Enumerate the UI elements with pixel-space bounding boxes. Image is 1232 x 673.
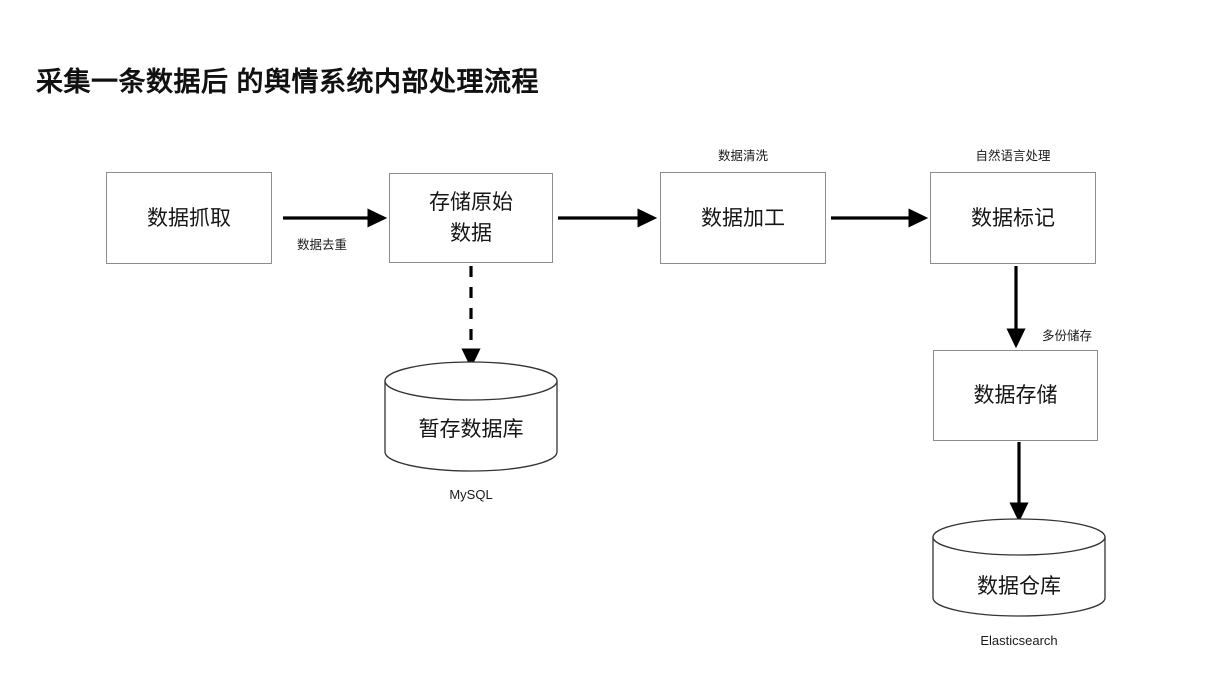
edge-label-dedupe: 数据去重: [297, 238, 348, 252]
node-crawl[interactable]: 数据抓取: [106, 172, 272, 264]
page-title: 采集一条数据后 的舆情系统内部处理流程: [36, 67, 540, 97]
node-process[interactable]: 数据加工: [660, 172, 826, 264]
caption-temp-db-below: MySQL: [449, 487, 493, 502]
node-warehouse-label: 数据仓库: [977, 575, 1061, 598]
node-tag[interactable]: 数据标记: [930, 172, 1096, 264]
caption-tag-above: 自然语言处理: [975, 149, 1051, 163]
node-store-label: 数据存储: [973, 384, 1058, 407]
node-warehouse[interactable]: 数据仓库: [933, 519, 1105, 619]
cylinder-temp-db-shape: [384, 361, 558, 472]
caption-process-above: 数据清洗: [717, 149, 768, 163]
cylinder-warehouse-shape: [932, 518, 1106, 617]
node-store-raw-label: 存储原始 数据: [429, 191, 513, 245]
node-process-label: 数据加工: [701, 206, 785, 230]
node-crawl-label: 数据抓取: [147, 206, 231, 230]
node-tag-label: 数据标记: [971, 206, 1055, 230]
caption-warehouse-below: Elasticsearch: [980, 633, 1058, 648]
node-temp-db-label: 暂存数据库: [418, 418, 524, 441]
node-temp-db[interactable]: 暂存数据库: [385, 362, 557, 472]
edge-label-multi-copy: 多份储存: [1042, 329, 1093, 343]
node-store-raw[interactable]: 存储原始 数据: [389, 173, 553, 263]
node-store[interactable]: 数据存储: [933, 350, 1098, 441]
